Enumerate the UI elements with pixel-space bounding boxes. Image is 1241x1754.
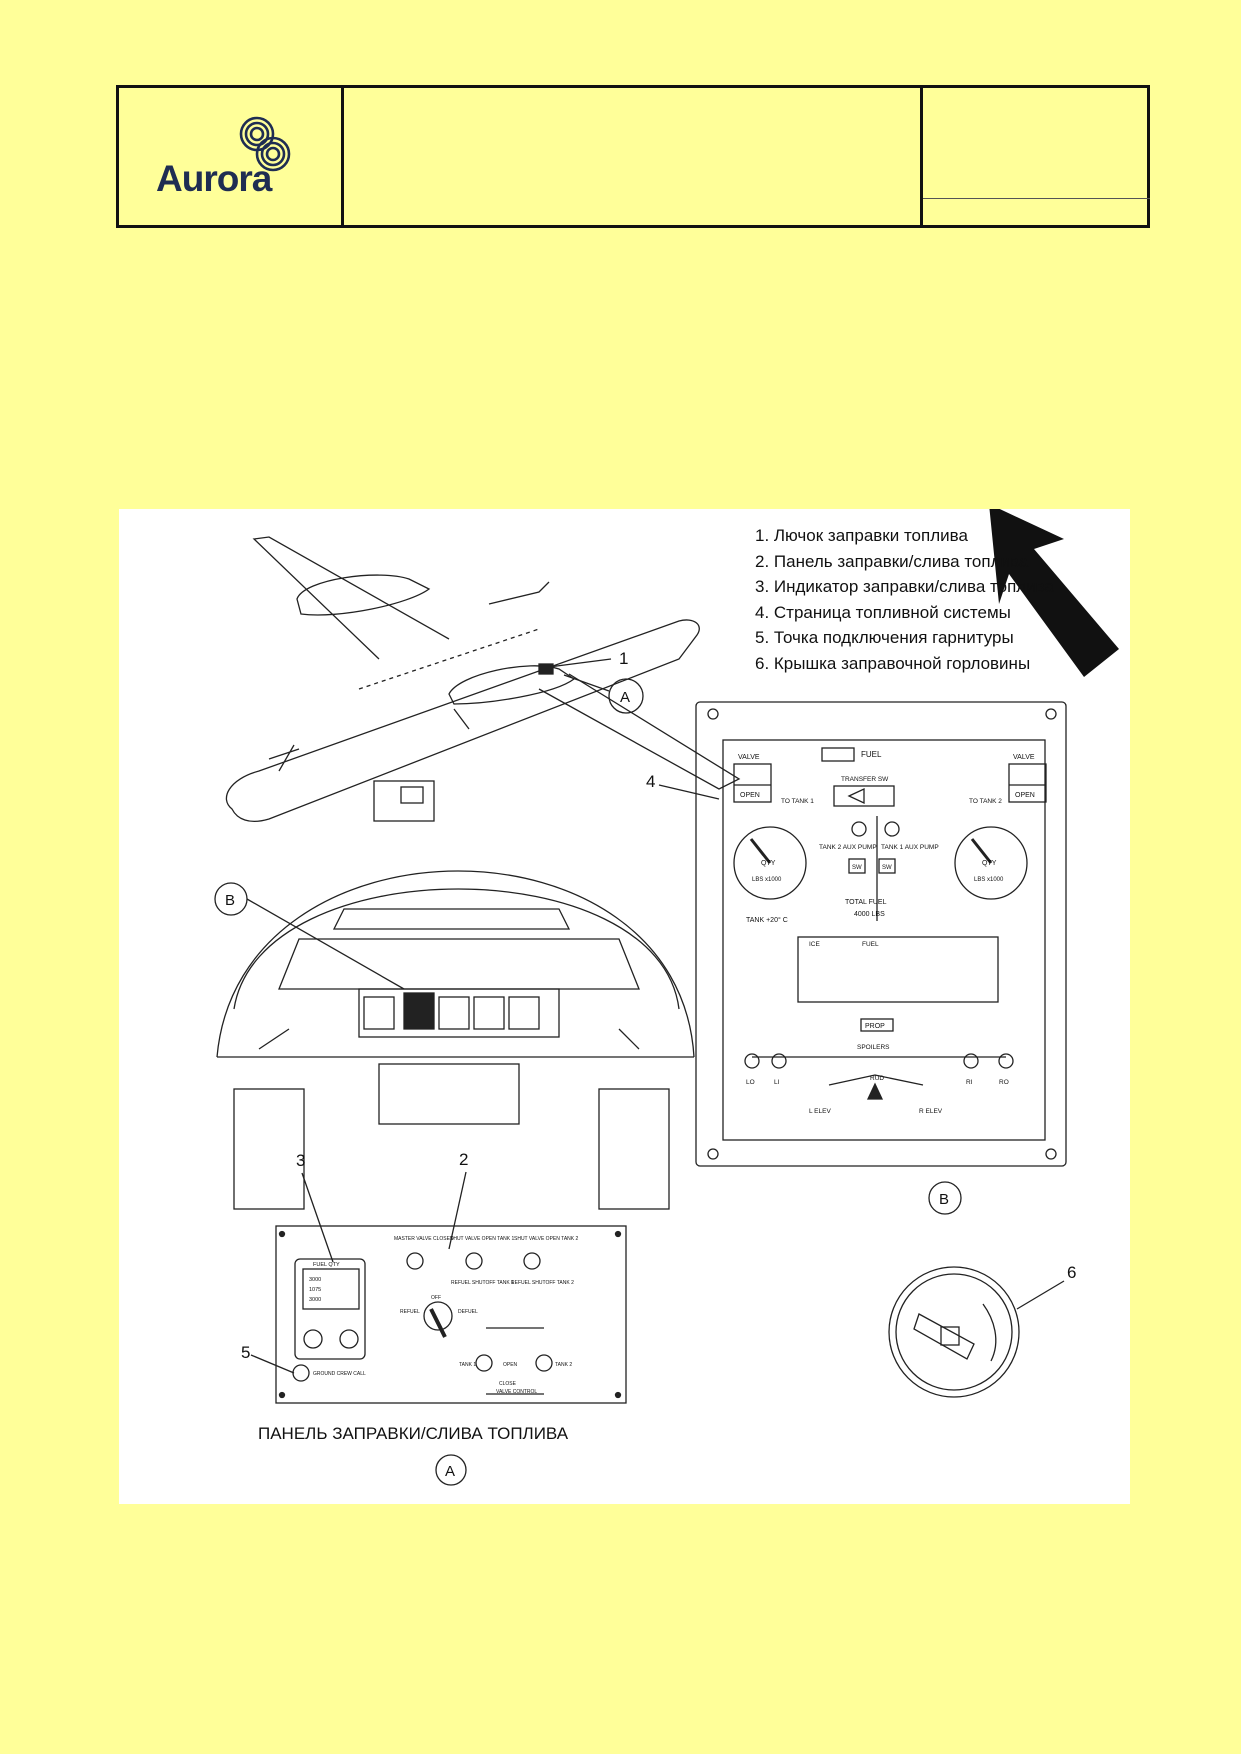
lbs-right-label: LBS x1000 <box>974 877 1004 883</box>
total-fuel-label: TOTAL FUEL <box>845 899 887 906</box>
callout-b-left: B <box>225 892 235 909</box>
legend-item: 2. Панель заправки/слива топлива <box>755 551 1029 571</box>
fuel-qty-value-2: 1075 <box>309 1287 321 1293</box>
callout-6: 6 <box>1067 1263 1076 1282</box>
legend-item: 3. Индикатор заправки/слива топлива <box>755 577 1054 597</box>
valve-right-label: VALVE <box>1013 754 1035 761</box>
tank2-label: TANK 2 <box>555 1362 572 1368</box>
ro-label: RO <box>999 1079 1009 1086</box>
shutoff-tank1-label: SHUT VALVE OPEN TANK 1 <box>450 1236 514 1242</box>
valve-left-label: VALVE <box>738 754 760 761</box>
ground-crew-label: GROUND CREW CALL <box>313 1371 366 1377</box>
refuel-panel-caption: ПАНЕЛЬ ЗАПРАВКИ/СЛИВА ТОПЛИВА <box>258 1424 569 1443</box>
spoilers-label: SPOILERS <box>857 1044 890 1051</box>
li-label: LI <box>774 1079 780 1086</box>
refuel-defuel-panel <box>250 1171 627 1404</box>
legend-item: 1. Лючок заправки топлива <box>755 526 968 545</box>
ri-label: RI <box>966 1079 973 1086</box>
cockpit-drawing <box>214 780 695 1210</box>
total-fuel-value: 4000 LBS <box>854 911 885 918</box>
legend: 1. Лючок заправки топлива 2. Панель запр… <box>755 523 1054 677</box>
callout-a-top: A <box>620 689 630 706</box>
callout-2: 2 <box>459 1150 468 1169</box>
fuel-tab-label: FUEL <box>862 941 879 948</box>
legend-item: 4. Страница топливной системы <box>755 602 1011 622</box>
fuel-qty-value-3: 3000 <box>309 1297 321 1303</box>
tank1-label: TANK 1 <box>459 1362 476 1368</box>
transfer-sw-label: TRANSFER SW <box>841 776 889 783</box>
open-left-label: OPEN <box>740 792 760 799</box>
l-elev-label: L ELEV <box>809 1108 831 1115</box>
callout-a-bottom: A <box>445 1463 455 1480</box>
tank-temp-label: TANK +20° C <box>746 916 788 924</box>
qty-right-label: QTY <box>982 860 997 867</box>
r-elev-label: R ELEV <box>919 1108 943 1115</box>
logo-cell: Aurora <box>119 88 344 225</box>
callout-b-bottom: B <box>939 1191 949 1208</box>
callout-5: 5 <box>241 1343 250 1362</box>
legend-item: 5. Точка подключения гарнитуры <box>755 628 1014 648</box>
fuel-system-figure: 1 A B <box>119 509 1130 1504</box>
header-table: Aurora <box>116 85 1150 228</box>
shutoff-tank2-label: SHUT VALVE OPEN TANK 2 <box>514 1236 578 1242</box>
off-label: OFF <box>431 1295 441 1301</box>
callout-1: 1 <box>619 649 628 668</box>
prop-label: PROP <box>865 1023 885 1030</box>
corner-arrow-icon <box>989 509 1119 677</box>
callout-4: 4 <box>646 772 655 791</box>
aurora-logo-icon <box>239 116 291 172</box>
refuel-shutoff2-label: REFUEL SHUTOFF TANK 2 <box>511 1280 574 1286</box>
fuel-qty-label: FUEL QTY <box>313 1262 340 1268</box>
figure-drawing: 1 A B <box>214 509 1119 1486</box>
sw-right-label: SW <box>882 865 892 871</box>
header-right-divider <box>923 198 1150 199</box>
ice-label: ICE <box>809 941 821 948</box>
legend-item: 6. Крышка заправочной горловины <box>755 653 1031 673</box>
callout-3: 3 <box>296 1151 305 1170</box>
defuel-label: DEFUEL <box>458 1309 478 1315</box>
close-label: CLOSE <box>499 1381 517 1387</box>
to-tank2-label: TO TANK 2 <box>969 798 1002 805</box>
title-cell <box>344 88 923 225</box>
fuel-system-page <box>695 701 1067 1167</box>
open-label: OPEN <box>503 1362 518 1368</box>
refuel-shutoff1-label: REFUEL SHUTOFF TANK 1 <box>451 1280 514 1286</box>
fuel-filler-cap <box>888 1266 1065 1398</box>
tank2-aux-pump-label: TANK 2 AUX PUMP <box>819 844 877 851</box>
logo-wordmark: Aurora <box>156 158 272 199</box>
fuel-qty-value-1: 3000 <box>309 1277 321 1283</box>
open-right-label: OPEN <box>1015 792 1035 799</box>
valve-control-label: VALVE CONTROL <box>496 1389 537 1395</box>
to-tank1-label: TO TANK 1 <box>781 798 814 805</box>
tank1-aux-pump-label: TANK 1 AUX PUMP <box>881 844 939 851</box>
lo-label: LO <box>746 1079 755 1086</box>
fuel-page-title: FUEL <box>861 750 882 759</box>
refuel-label: REFUEL <box>400 1309 420 1315</box>
lbs-left-label: LBS x1000 <box>752 877 782 883</box>
qty-left-label: QTY <box>761 860 776 867</box>
master-valve-label: MASTER VALVE CLOSED <box>394 1236 454 1242</box>
sw-left-label: SW <box>852 865 862 871</box>
rud-label: RUD <box>870 1075 884 1082</box>
airplane-drawing <box>225 536 741 823</box>
